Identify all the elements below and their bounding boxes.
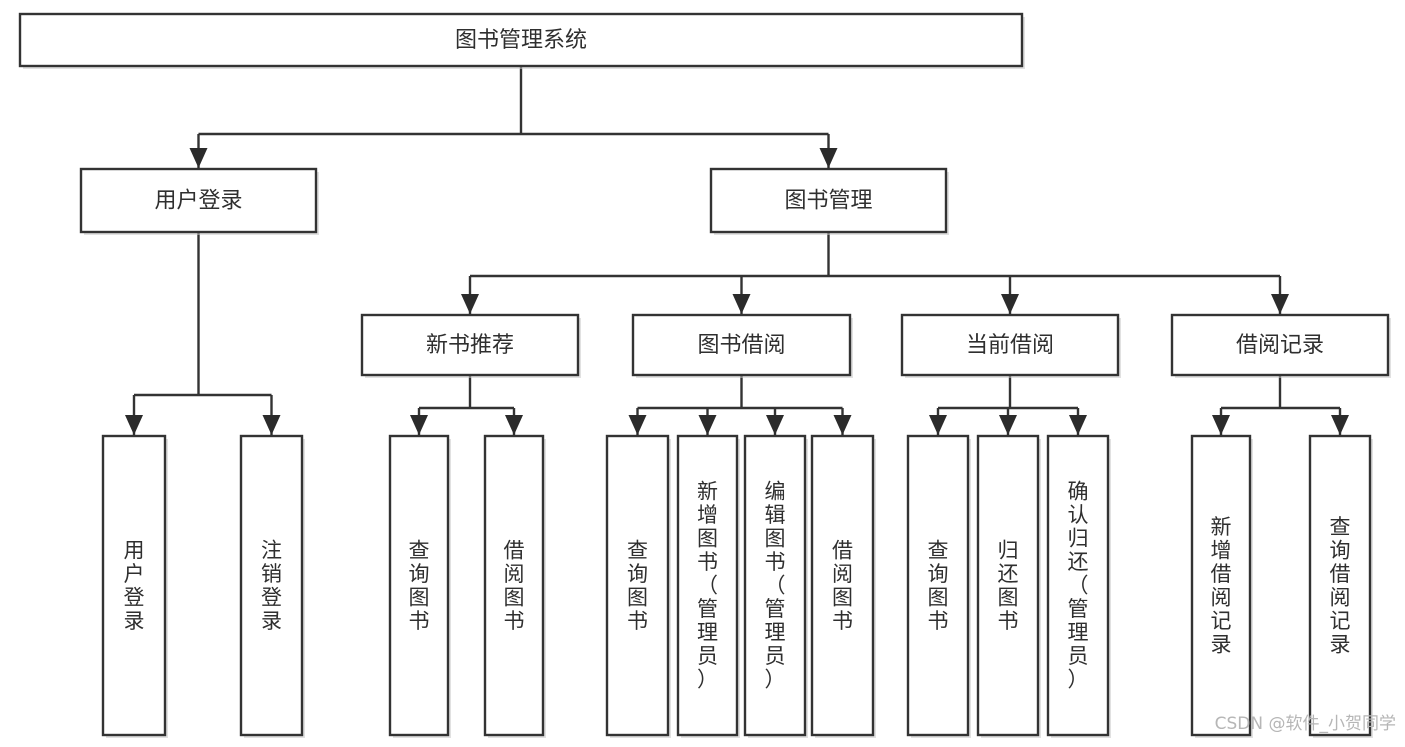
node-leaf-4-rect[interactable] — [605, 434, 670, 737]
node-leaf-7[interactable]: 借阅图书 — [810, 434, 876, 738]
node-level3-2-label: 当前借阅 — [966, 333, 1054, 358]
arrow-head-icon — [1212, 415, 1230, 435]
arrow-head-icon — [262, 415, 281, 435]
node-level3-1[interactable]: 图书借阅 — [631, 313, 853, 378]
node-leaf-3[interactable]: 借阅图书 — [483, 434, 546, 738]
node-leaf-5[interactable]: 新增图书（管理员） — [676, 434, 740, 738]
node-leaf-9-rect[interactable] — [976, 434, 1040, 737]
node-level3-2[interactable]: 当前借阅 — [900, 313, 1121, 378]
node-leaf-2-rect[interactable] — [388, 434, 450, 737]
node-leaf-9-label: 归还图书 — [998, 538, 1019, 633]
node-leaf-0[interactable]: 用户登录 — [101, 434, 168, 738]
node-leaf-4-label: 查询图书 — [627, 538, 648, 633]
node-leaf-12-label: 查询借阅记录 — [1330, 515, 1351, 657]
node-leaf-9[interactable]: 归还图书 — [976, 434, 1041, 738]
arrow-head-icon — [766, 415, 784, 435]
node-level3-1-label: 图书借阅 — [697, 333, 785, 358]
node-level2-1[interactable]: 图书管理 — [709, 167, 949, 235]
node-layer: 图书管理系统用户登录图书管理新书推荐图书借阅当前借阅借阅记录用户登录注销登录查询… — [18, 12, 1391, 738]
node-leaf-7-label: 借阅图书 — [832, 538, 853, 633]
arrow-head-icon — [833, 415, 852, 435]
node-leaf-8-label: 查询图书 — [928, 538, 949, 633]
node-leaf-6-label: 编辑图书（管理员） — [765, 480, 786, 692]
node-level2-1-rect[interactable] — [709, 167, 948, 234]
arrow-head-icon — [628, 415, 647, 435]
node-level2-1-label: 图书管理 — [784, 189, 872, 214]
node-leaf-11[interactable]: 新增借阅记录 — [1190, 434, 1253, 738]
arrow-head-icon — [189, 148, 208, 168]
node-leaf-4[interactable]: 查询图书 — [605, 434, 671, 738]
node-leaf-11-rect[interactable] — [1190, 434, 1252, 737]
node-leaf-1-rect[interactable] — [239, 434, 304, 737]
arrow-head-icon — [732, 294, 751, 314]
csdn-watermark: CSDN @软件_小贺同学 — [1215, 714, 1396, 734]
arrow-head-icon — [461, 294, 479, 314]
arrow-head-icon — [125, 415, 143, 435]
node-leaf-0-label: 用户登录 — [124, 538, 145, 633]
node-level3-3[interactable]: 借阅记录 — [1170, 313, 1391, 378]
node-leaf-5-rect[interactable] — [676, 434, 739, 737]
arrow-head-icon — [1069, 415, 1087, 435]
node-leaf-3-label: 借阅图书 — [504, 538, 525, 633]
node-leaf-10-rect[interactable] — [1046, 434, 1110, 737]
arrow-head-icon — [698, 415, 717, 435]
arrow-head-icon — [505, 415, 523, 435]
node-level2-0-rect[interactable] — [79, 167, 318, 234]
node-level2-0-label: 用户登录 — [154, 189, 242, 214]
node-leaf-0-rect[interactable] — [101, 434, 167, 737]
node-leaf-12[interactable]: 查询借阅记录 — [1308, 434, 1373, 738]
node-level3-0[interactable]: 新书推荐 — [360, 313, 581, 378]
node-level3-3-rect[interactable] — [1170, 313, 1390, 377]
node-leaf-1-label: 注销登录 — [261, 538, 282, 633]
node-level2-0[interactable]: 用户登录 — [79, 167, 319, 235]
connector-layer — [125, 66, 1349, 435]
node-leaf-8[interactable]: 查询图书 — [906, 434, 971, 738]
arrow-head-icon — [929, 415, 947, 435]
arrow-head-icon — [819, 148, 838, 168]
node-leaf-7-rect[interactable] — [810, 434, 875, 737]
node-level3-2-rect[interactable] — [900, 313, 1120, 377]
arrow-head-icon — [1001, 294, 1019, 314]
node-leaf-2[interactable]: 查询图书 — [388, 434, 451, 738]
node-level3-3-label: 借阅记录 — [1236, 333, 1324, 358]
node-root-label: 图书管理系统 — [455, 28, 587, 53]
node-leaf-6-rect[interactable] — [743, 434, 807, 737]
node-leaf-10[interactable]: 确认归还（管理员） — [1046, 434, 1111, 738]
node-leaf-2-label: 查询图书 — [409, 538, 430, 633]
node-leaf-6[interactable]: 编辑图书（管理员） — [743, 434, 808, 738]
arrow-head-icon — [1271, 294, 1289, 314]
arrow-head-icon — [410, 415, 428, 435]
node-leaf-5-label: 新增图书（管理员） — [697, 480, 718, 692]
node-leaf-3-rect[interactable] — [483, 434, 545, 737]
node-root-rect[interactable] — [18, 12, 1024, 68]
node-leaf-12-rect[interactable] — [1308, 434, 1372, 737]
node-level3-0-rect[interactable] — [360, 313, 580, 377]
node-level3-0-label: 新书推荐 — [426, 333, 514, 358]
node-leaf-10-label: 确认归还（管理员） — [1068, 480, 1089, 692]
node-leaf-8-rect[interactable] — [906, 434, 970, 737]
arrow-head-icon — [1331, 415, 1349, 435]
node-leaf-1[interactable]: 注销登录 — [239, 434, 305, 738]
arrow-head-icon — [999, 415, 1017, 435]
node-leaf-11-label: 新增借阅记录 — [1211, 515, 1232, 657]
node-level3-1-rect[interactable] — [631, 313, 852, 377]
node-root[interactable]: 图书管理系统 — [18, 12, 1025, 69]
